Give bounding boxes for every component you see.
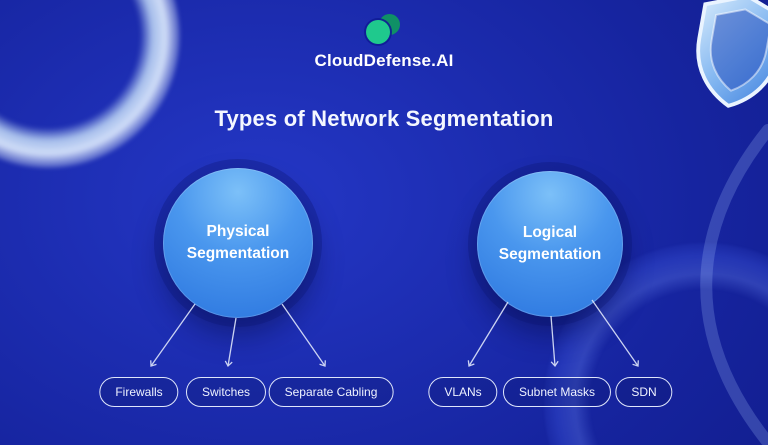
arrow-to-separate-cabling — [281, 303, 326, 367]
arrow-to-switches — [224, 317, 237, 368]
brand-header: CloudDefense.AI — [0, 14, 768, 71]
clouddefense-logo-icon — [366, 14, 402, 44]
pill-sdn: SDN — [615, 377, 673, 407]
pill-firewalls: Firewalls — [99, 377, 179, 407]
pill-vlans: VLANs — [428, 377, 498, 407]
brand-name: CloudDefense.AI — [314, 51, 454, 70]
node-label: Logical Segmentation — [498, 224, 602, 263]
page-title: Types of Network Segmentation — [214, 106, 554, 131]
node-logical-segmentation: Logical Segmentation — [477, 171, 623, 317]
logo-circle-front — [366, 20, 390, 44]
node-label: Physical Segmentation — [186, 223, 290, 262]
shield-icon — [696, 0, 768, 108]
arrow-to-vlans — [467, 301, 509, 367]
pill-switches: Switches — [185, 377, 267, 407]
node-physical-segmentation: Physical Segmentation — [163, 168, 313, 318]
arrow-to-firewalls — [150, 303, 196, 367]
pill-subnet-masks: Subnet Masks — [502, 377, 612, 407]
pill-separate-cabling: Separate Cabling — [268, 377, 394, 407]
